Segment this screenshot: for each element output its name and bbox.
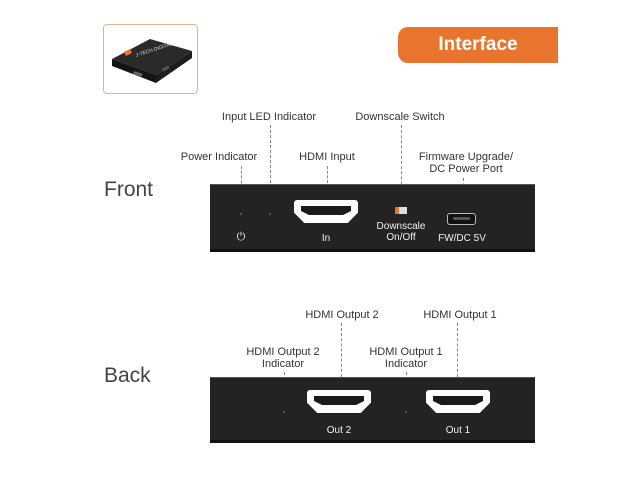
back-section-label: Back xyxy=(104,364,151,387)
hdmi-input-port xyxy=(294,200,358,223)
downscale-leader xyxy=(401,125,402,205)
firmware-callout: Firmware Upgrade/ DC Power Port xyxy=(411,151,521,175)
fw-dc-port xyxy=(447,213,476,225)
front-section-label: Front xyxy=(104,178,154,201)
power-icon: ⏻ xyxy=(236,231,246,243)
product-thumbnail: J-TECH DIGITAL xyxy=(103,24,198,94)
hdmi-input-callout: HDMI Input xyxy=(299,151,355,163)
input-led-leader xyxy=(270,125,271,213)
out2-label: Out 2 xyxy=(326,425,352,436)
fwdc-label: FW/DC 5V xyxy=(438,233,486,244)
out1-indicator-callout: HDMI Output 1 Indicator xyxy=(369,346,443,370)
out2-led xyxy=(283,411,285,413)
interface-badge: Interface xyxy=(398,27,558,63)
back-panel: Out 2 Out 1 xyxy=(210,377,535,443)
input-led-callout: Input LED Indicator xyxy=(221,111,317,123)
front-panel: ⏻ In Downscale On/Off FW/DC 5V xyxy=(210,184,535,252)
out1-led xyxy=(405,411,407,413)
hdmi-output-2-port xyxy=(307,390,371,413)
in-label: In xyxy=(321,233,331,244)
hdmi-output-2-callout: HDMI Output 2 xyxy=(305,309,379,321)
hdmi-output-1-port xyxy=(426,390,490,413)
downscale-switch-callout: Downscale Switch xyxy=(355,111,445,123)
downscale-label: Downscale On/Off xyxy=(376,221,426,243)
out1-port-leader xyxy=(457,323,458,387)
page-title: Interface xyxy=(438,34,518,55)
out2-port-leader xyxy=(341,323,342,387)
input-led xyxy=(269,213,271,215)
power-indicator-callout: Power Indicator xyxy=(180,151,258,163)
hdmi-output-1-callout: HDMI Output 1 xyxy=(423,309,497,321)
out2-indicator-callout: HDMI Output 2 Indicator xyxy=(246,346,320,370)
firmware-callout-line1: Firmware Upgrade/ xyxy=(418,151,514,163)
product-image-icon xyxy=(112,39,192,83)
out1-label: Out 1 xyxy=(445,425,471,436)
power-led xyxy=(240,213,242,215)
downscale-switch xyxy=(395,207,407,214)
firmware-callout-line2: DC Power Port xyxy=(429,163,503,175)
